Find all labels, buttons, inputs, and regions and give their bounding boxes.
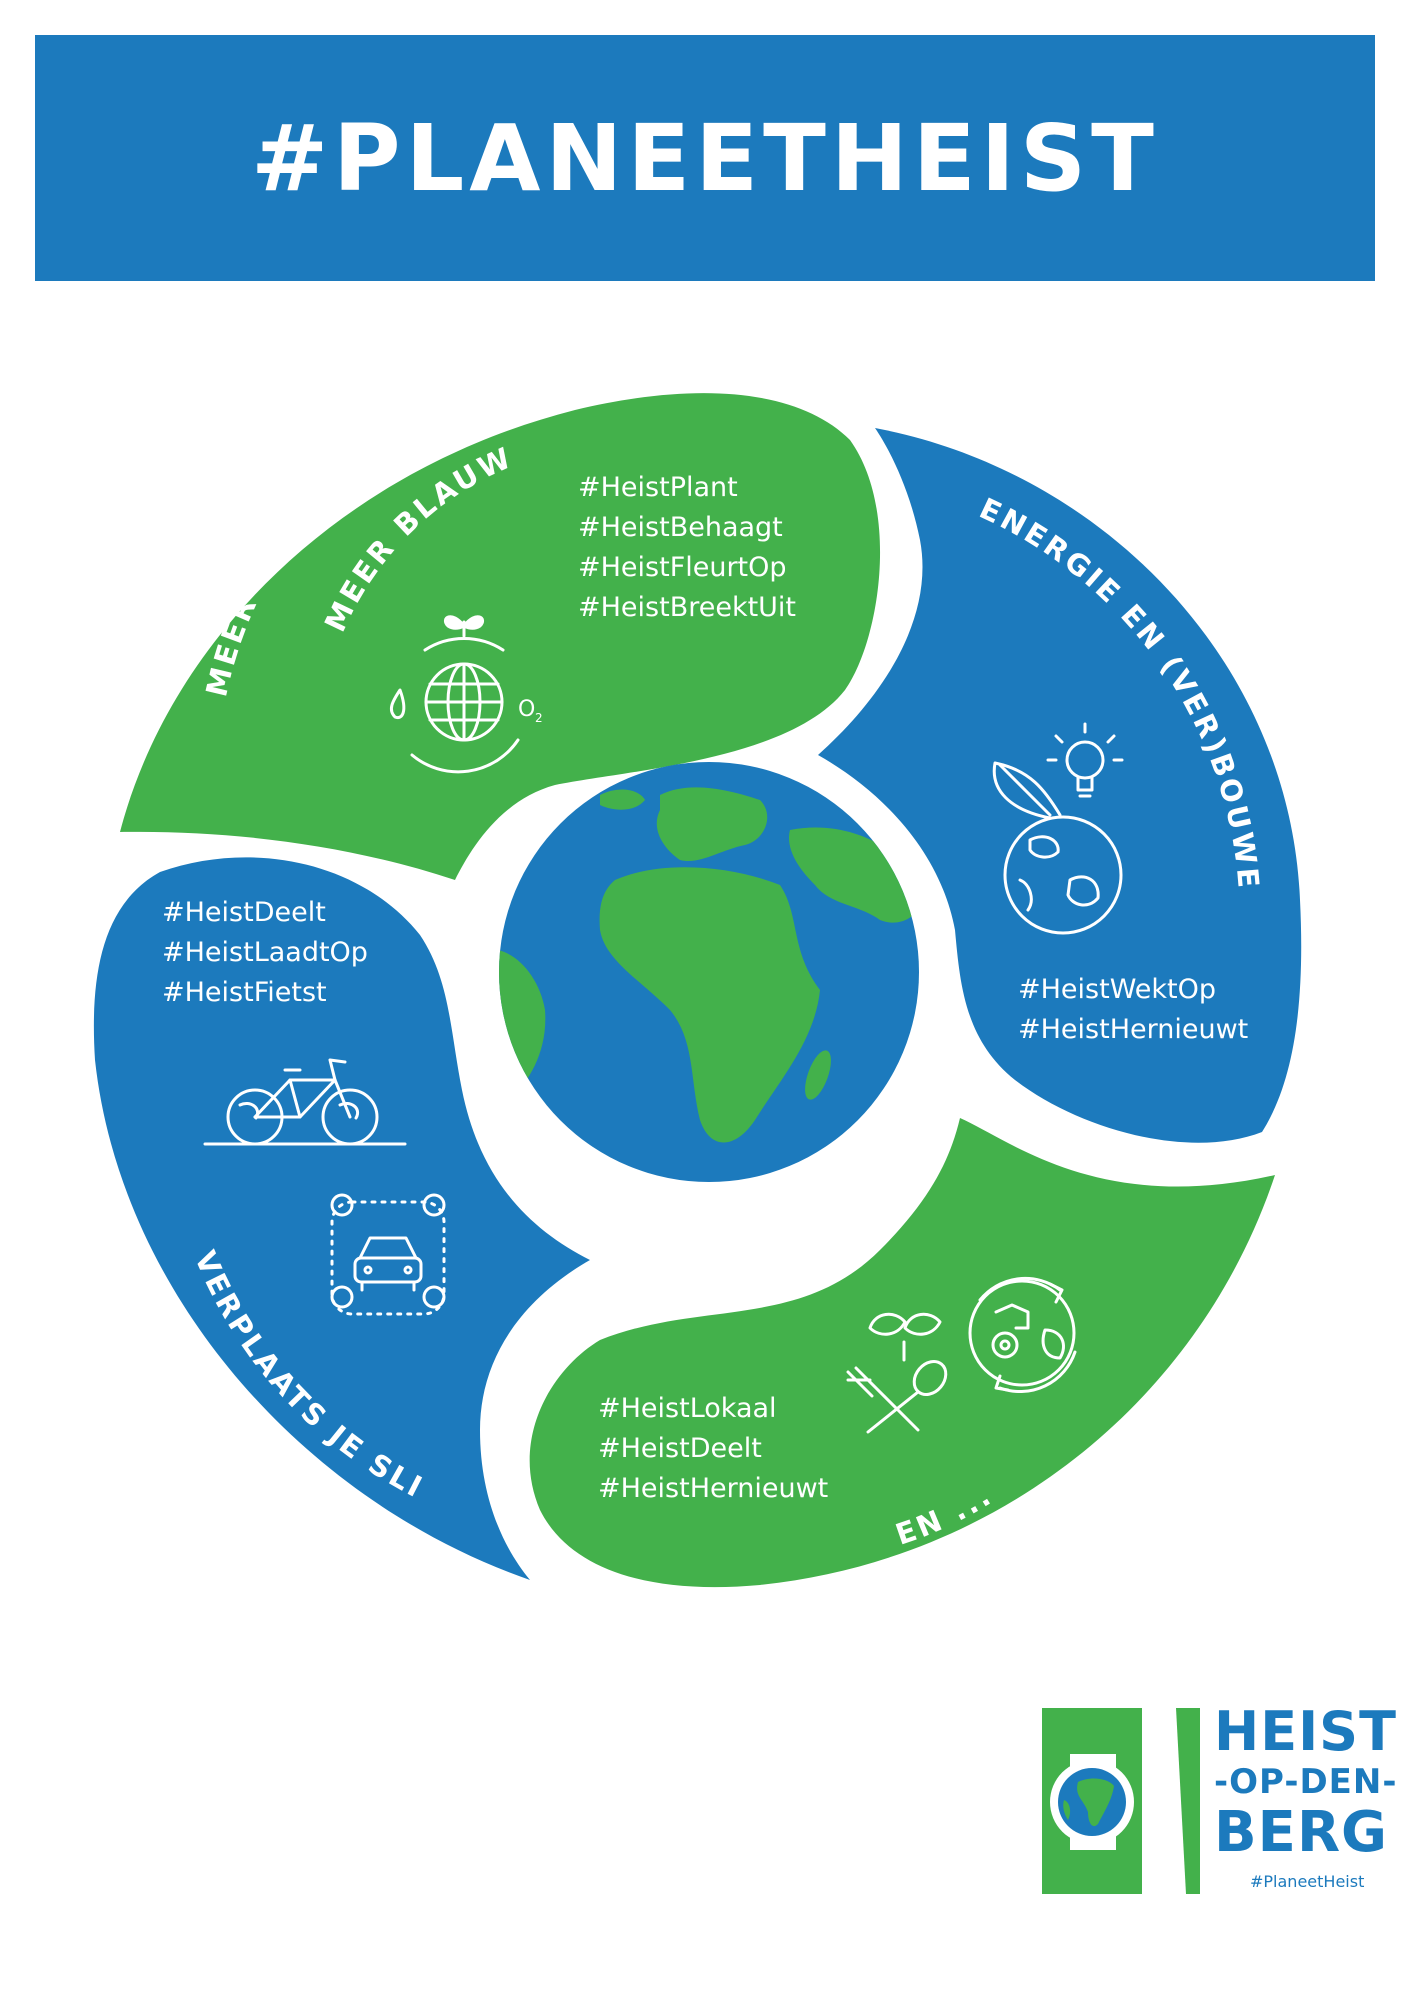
tag: #HeistFleurtOp bbox=[578, 552, 787, 583]
tags-blue-right: #HeistWektOp #HeistHernieuwt bbox=[1018, 974, 1248, 1045]
tag: #HeistDeelt bbox=[598, 1433, 762, 1464]
fork-spoon-leaf-icon bbox=[846, 1312, 948, 1434]
tag: #HeistHernieuwt bbox=[1018, 1014, 1248, 1045]
tags-green-top: #HeistPlant #HeistBehaagt #HeistFleurtOp… bbox=[578, 472, 796, 623]
tag: #HeistWektOp bbox=[1018, 974, 1216, 1005]
segment-green-bottom bbox=[529, 1118, 1275, 1588]
tags-green-bottom: #HeistLokaal #HeistDeelt #HeistHernieuwt bbox=[598, 1393, 828, 1504]
segment-blue-right bbox=[818, 428, 1302, 1143]
tag: #HeistBehaagt bbox=[578, 512, 783, 543]
logo-line-op-den: -OP-DEN- bbox=[1214, 1762, 1398, 1802]
logo-hashtag: #PlaneetHeist bbox=[1250, 1872, 1365, 1891]
tag: #HeistDeelt bbox=[162, 897, 326, 928]
svg-text:2: 2 bbox=[535, 711, 543, 725]
car-sharing-icon bbox=[330, 1193, 446, 1316]
svg-text:O: O bbox=[518, 697, 535, 722]
logo-line-heist: HEIST bbox=[1214, 1700, 1397, 1763]
tag: #HeistPlant bbox=[578, 472, 738, 503]
page-title: #PLANEETHEIST bbox=[251, 104, 1159, 212]
segment-blue-left bbox=[93, 857, 590, 1580]
tag: #HeistFietst bbox=[162, 977, 327, 1008]
tags-blue-left: #HeistDeelt #HeistLaadtOp #HeistFietst bbox=[162, 897, 368, 1008]
tag: #HeistBreektUit bbox=[578, 592, 796, 623]
tag: #HeistLaadtOp bbox=[162, 937, 368, 968]
globe-cycle-icon: O 2 bbox=[389, 615, 543, 774]
recycle-gear-icon bbox=[968, 1276, 1077, 1394]
heist-logo-mark bbox=[1042, 1708, 1200, 1894]
bicycle-icon bbox=[203, 1058, 407, 1146]
header-banner: #PLANEETHEIST bbox=[35, 35, 1375, 281]
tag: #HeistHernieuwt bbox=[598, 1473, 828, 1504]
earth-globe-icon bbox=[499, 762, 919, 1182]
logo-line-berg: BERG bbox=[1214, 1800, 1389, 1865]
earth-lightbulb-leaf-icon bbox=[992, 722, 1124, 935]
heist-logo-text: HEIST -OP-DEN- BERG bbox=[1214, 1700, 1398, 1865]
segment-green-top bbox=[120, 393, 881, 880]
tag: #HeistLokaal bbox=[598, 1393, 777, 1424]
